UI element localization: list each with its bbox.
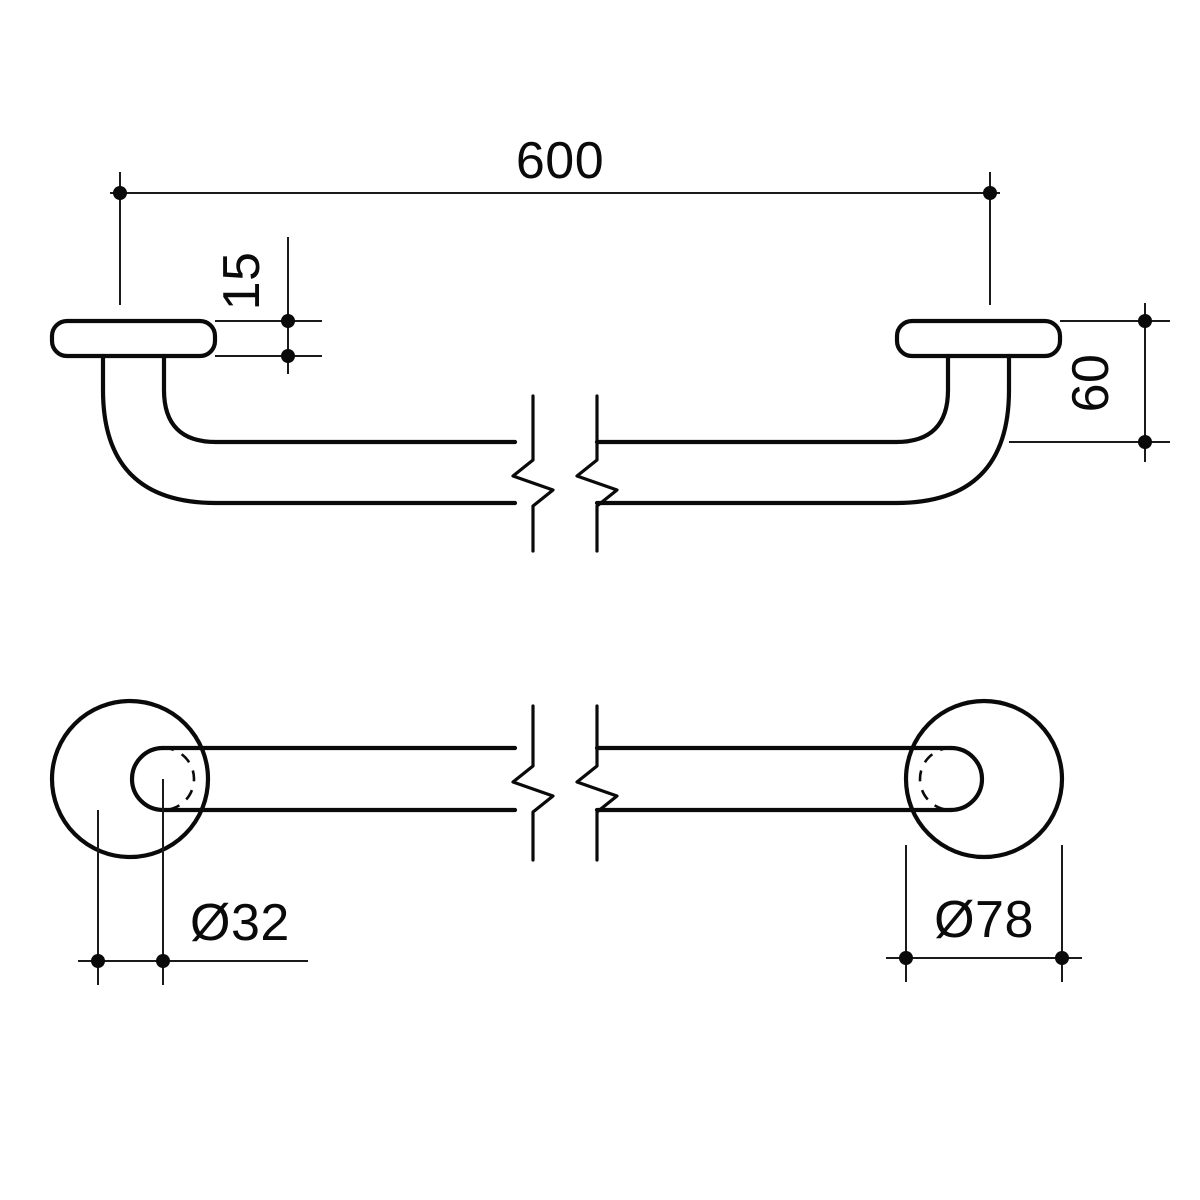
dim-label-d78: Ø78: [934, 891, 1034, 949]
right-elbow-outer-profile: [594, 353, 1012, 506]
right-tube-hidden-arc: [918, 746, 952, 812]
dim-label-15: 15: [213, 252, 271, 311]
break-zigzag-left-side: [511, 394, 555, 553]
dim-label-d32: Ø32: [190, 894, 290, 952]
dim-dot-d32-right: [156, 954, 170, 968]
dim-dot-600-left: [113, 186, 127, 200]
dimension-flange-diameter: Ø78: [886, 845, 1082, 982]
break-symbol-plan-view: [511, 704, 619, 862]
left-tube-end-cap: [129, 745, 166, 813]
right-tube-end-cap: [948, 745, 985, 813]
left-elbow-outer-profile: [100, 353, 518, 506]
dim-dot-15-top: [281, 314, 295, 328]
dimension-projection-depth: 60: [1009, 303, 1170, 462]
dimension-tube-diameter: Ø32: [78, 779, 308, 985]
right-elbow-inner-profile: [594, 353, 951, 445]
break-symbol-side-elevation: [511, 394, 619, 553]
left-tube-hidden-arc: [162, 746, 196, 812]
dim-dot-d78-left: [899, 951, 913, 965]
break-zigzag-left-plan: [511, 704, 555, 862]
left-elbow-inner-profile: [161, 353, 518, 445]
dimension-flange-thickness: 15: [213, 237, 322, 374]
dim-label-60: 60: [1062, 354, 1120, 413]
dim-dot-600-right: [983, 186, 997, 200]
dim-dot-d78-right: [1055, 951, 1069, 965]
dim-label-600: 600: [516, 132, 604, 190]
dim-dot-60-bottom: [1138, 435, 1152, 449]
dim-dot-15-bottom: [281, 349, 295, 363]
break-zigzag-right-side: [575, 394, 619, 553]
right-flange-plate: [894, 318, 1063, 359]
break-zigzag-right-plan: [575, 704, 619, 862]
dim-dot-d32-left: [91, 954, 105, 968]
dimension-overall-length: 600: [110, 132, 1000, 305]
dim-dot-60-top: [1138, 314, 1152, 328]
plan-view: [49, 698, 1065, 862]
left-flange-plate: [49, 318, 218, 359]
side-elevation-view: [49, 318, 1063, 553]
